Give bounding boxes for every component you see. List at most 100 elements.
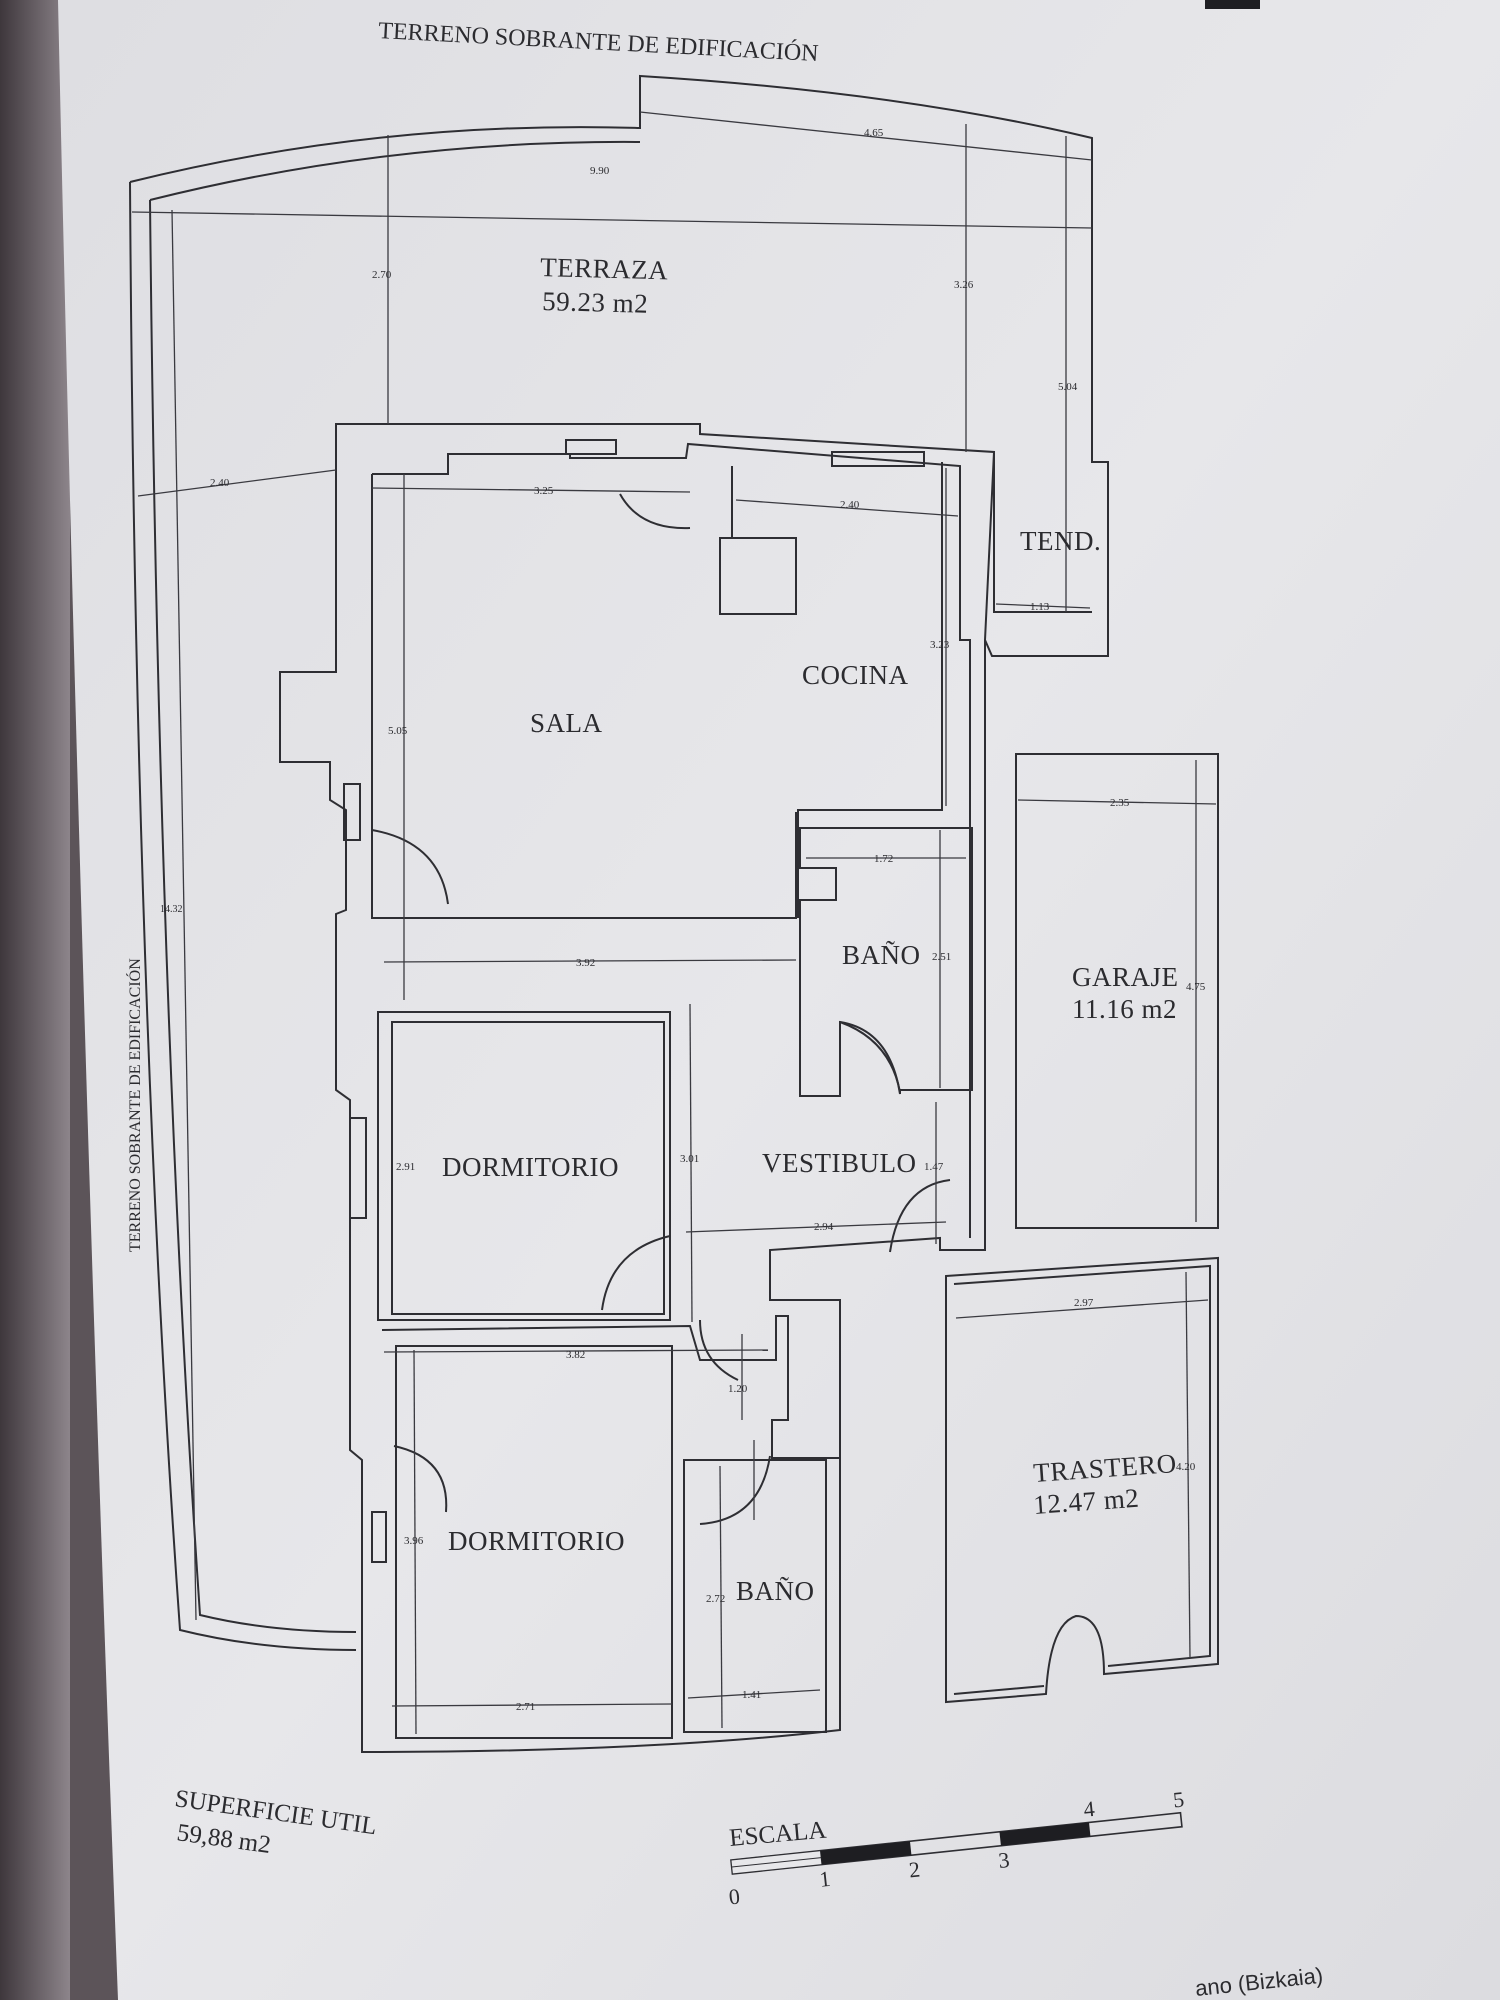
- window-cocina-top: [831, 451, 925, 467]
- dormitorio1-inner: [391, 1021, 665, 1315]
- dim-2-72: 2.72: [706, 1593, 725, 1605]
- scale-tick-2: 2: [908, 1856, 922, 1882]
- dormitorio2-door-arc: [393, 1445, 448, 1513]
- bano1-walls: [799, 827, 973, 1097]
- cocina-inner: [719, 466, 797, 615]
- apartment-outer-wall: [279, 423, 996, 1754]
- vestibulo-label: VESTIBULO: [762, 1148, 917, 1178]
- dim-line-1-41: [687, 1689, 821, 1699]
- dim-line-3-92: [383, 959, 797, 963]
- bano2-door-arc: [699, 1455, 771, 1525]
- dim-3-26: 3.26: [954, 279, 974, 291]
- trastero-area: 12.47 m2: [1032, 1483, 1140, 1520]
- dim-3-82: 3.82: [566, 1349, 585, 1361]
- sala-side-door-arc: [371, 829, 449, 905]
- sala-inner: [371, 474, 797, 919]
- bano1-label: BAÑO: [842, 940, 921, 970]
- scale-tick-0: 0: [727, 1883, 741, 1909]
- pasillo-door-arc: [699, 1319, 739, 1381]
- dim-2-94: 2.94: [814, 1221, 834, 1233]
- dim-2-40-left: 2.40: [210, 477, 230, 489]
- dim-2-70: 2.70: [372, 269, 392, 281]
- dim-5-05: 5.05: [388, 725, 408, 737]
- dormitorio2-room: [395, 1345, 673, 1739]
- garaje-label: GARAJE: [1072, 962, 1179, 992]
- dim-1-47: 1.47: [924, 1161, 944, 1173]
- dim-2-51: 2.51: [932, 951, 951, 963]
- dim-9-90: 9.90: [590, 165, 610, 177]
- dormitorio1-walls: [377, 1011, 671, 1321]
- dim-line-2-71: [391, 1703, 673, 1707]
- dim-4-65: 4.65: [864, 127, 884, 139]
- dim-3-25: 3.25: [534, 485, 554, 497]
- dim-line-1-13: [995, 603, 1091, 609]
- bano2-walls: [683, 1459, 827, 1733]
- cocina-label: COCINA: [802, 660, 909, 690]
- dim-line-3-01: [689, 1003, 693, 1323]
- corner-mark: [1205, 0, 1260, 9]
- tend-label: TEND.: [1020, 526, 1101, 556]
- dim-4-20: 4.20: [1176, 1461, 1196, 1473]
- scale-subtick: [731, 1857, 822, 1868]
- dim-line-9-90: [131, 211, 1093, 229]
- scale-seg-1-2: [820, 1841, 912, 1865]
- scale-tick-5: 5: [1172, 1786, 1186, 1812]
- garaje-area: 11.16 m2: [1072, 994, 1177, 1024]
- dim-1-20: 1.20: [728, 1383, 748, 1395]
- dim-2-71: 2.71: [516, 1701, 535, 1713]
- dim-1-41: 1.41: [742, 1689, 761, 1701]
- dim-4-75: 4.75: [1186, 981, 1206, 993]
- window-sala-left: [343, 783, 361, 841]
- dim-line-14-32: [171, 209, 197, 1621]
- cocina-wall-right: [797, 462, 943, 918]
- scale-seg-3-4: [999, 1822, 1091, 1846]
- bano2-label: BAÑO: [736, 1576, 815, 1606]
- dim-line-3-96: [413, 1349, 417, 1735]
- scale-bar: 0 1 2 3 4 5: [727, 1786, 1186, 1909]
- window-dorm1-left: [349, 1117, 367, 1219]
- paper-page: [58, 0, 1500, 2000]
- terraza-outline-outer: [129, 74, 1109, 657]
- dim-line-3-82: [383, 1349, 769, 1353]
- sala-door-arc: [619, 493, 691, 530]
- dim-line-4-20: [1185, 1271, 1191, 1659]
- dim-3-23: 3.23: [930, 639, 950, 651]
- garaje-walls: [1015, 753, 1219, 1229]
- dim-line-4-65: [639, 111, 1093, 161]
- dormitorio1-label: DORMITORIO: [442, 1152, 619, 1182]
- terraza-area: 59.23 m2: [542, 286, 649, 319]
- spine-shadow: [0, 0, 70, 2000]
- dim-line-2-94: [685, 1221, 947, 1233]
- terraza-outline-inner: [149, 140, 641, 201]
- scale-tick-3: 3: [997, 1847, 1011, 1873]
- dim-2-40-cocina: 2.40: [840, 499, 860, 511]
- dim-line-2-40-cocina: [735, 499, 959, 517]
- dim-3-92: 3.92: [576, 957, 595, 969]
- side-label: TERRENO SOBRANTE DE EDIFICACIÓN: [125, 958, 144, 1252]
- dim-2-35: 2.35: [1110, 797, 1130, 809]
- dim-14-32: 14.32: [160, 904, 183, 915]
- scale-tick-1: 1: [818, 1866, 832, 1892]
- bano1-door-arc: [839, 1021, 901, 1093]
- terraza-name: TERRAZA: [540, 252, 669, 285]
- dormitorio2-walls: [381, 1315, 841, 1730]
- terraza-left-curve-inner: [149, 199, 357, 1633]
- dim-line-3-25: [371, 487, 691, 493]
- dim-2-91: 2.91: [396, 1161, 415, 1173]
- dim-3-01: 3.01: [680, 1153, 699, 1165]
- window-sala-top: [565, 439, 617, 455]
- trastero-inner: [953, 1264, 1211, 1695]
- dim-2-97: 2.97: [1074, 1297, 1094, 1309]
- scale-tick-4: 4: [1082, 1796, 1096, 1822]
- dormitorio2-label: DORMITORIO: [448, 1526, 625, 1556]
- trastero-walls: [945, 1256, 1219, 1704]
- vestibulo-door-arc: [889, 1179, 951, 1253]
- dim-line-2-72: [719, 1465, 723, 1729]
- terraza-left-curve: [129, 181, 357, 1651]
- dim-line-2-35: [1017, 799, 1217, 805]
- dim-3-96: 3.96: [404, 1535, 424, 1547]
- dim-line-2-40-left: [137, 469, 337, 497]
- tend-walls: [993, 452, 1092, 613]
- apartment-inner-wall: [372, 442, 971, 1238]
